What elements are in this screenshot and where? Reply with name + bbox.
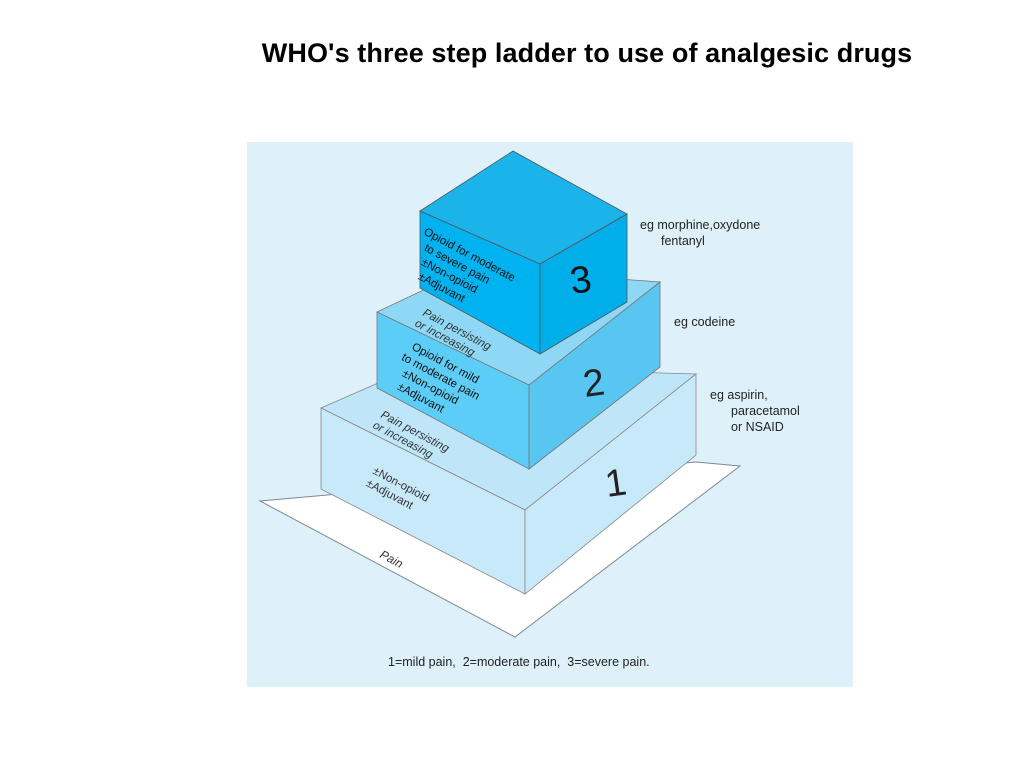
- who-analgesic-ladder-diagram: Pain 1 Pain persisting or increasing ±No…: [247, 142, 853, 687]
- step-1-examples: eg aspirin, paracetamol or NSAID: [710, 388, 803, 434]
- step-1-example-line: paracetamol: [731, 404, 800, 418]
- page-title: WHO's three step ladder to use of analge…: [261, 38, 913, 68]
- step-1-example-line: eg aspirin,: [710, 388, 768, 402]
- severity-legend: 1=mild pain, 2=moderate pain, 3=severe p…: [388, 655, 650, 669]
- step-3-right-face: [539, 213, 628, 355]
- step-3-example-line: eg morphine,oxydone: [640, 218, 760, 232]
- step-3-block: 3 Opioid for moderate to severe pain ±No…: [416, 150, 628, 355]
- step-1-example-line: or NSAID: [731, 420, 784, 434]
- step-2-right-face: [528, 281, 661, 470]
- step-2-example-line: eg codeine: [674, 315, 735, 329]
- step-3-example-line: fentanyl: [661, 234, 705, 248]
- step-3-examples: eg morphine,oxydone fentanyl: [640, 218, 764, 248]
- step-2-examples: eg codeine: [674, 315, 735, 329]
- step-1-right-face: [524, 373, 697, 595]
